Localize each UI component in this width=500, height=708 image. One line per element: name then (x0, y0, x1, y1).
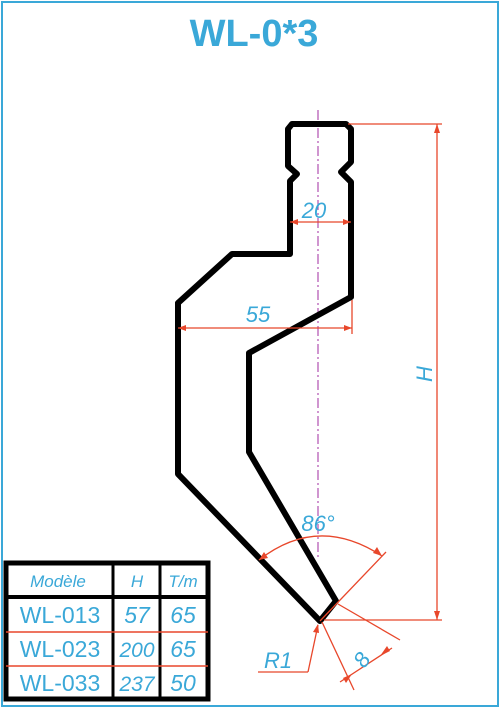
radius-label: R1 (264, 648, 292, 673)
table-row-3-tm: 50 (170, 670, 196, 696)
table-row-3-h: 237 (118, 673, 155, 696)
table-row-2-model: WL-023 (20, 636, 101, 662)
angle-dimension (258, 535, 387, 622)
tool-profile (175, 121, 354, 624)
table-row-3-model: WL-033 (20, 670, 101, 696)
table-header-model: Modèle (30, 572, 86, 591)
width-20-label: 20 (301, 198, 327, 223)
drawing-title: WL-0*3 (190, 13, 319, 55)
table-row-1-h: 57 (124, 602, 151, 628)
height-label: H (412, 366, 437, 382)
tip-width-dimension (321, 603, 401, 691)
width-55-dimension (178, 300, 353, 334)
angle-label: 86° (301, 511, 334, 536)
tip-width-label: 8 (348, 647, 376, 672)
table-row-2-h: 200 (118, 639, 154, 662)
table-row-2-tm: 65 (170, 636, 196, 662)
table-row-1-model: WL-013 (20, 602, 101, 628)
width-20-dimension (290, 219, 351, 225)
table-header-tm: T/m (168, 572, 197, 591)
width-55-label: 55 (246, 302, 271, 327)
model-table (3, 560, 211, 702)
height-dimension (324, 123, 442, 621)
radius-leader (258, 624, 319, 673)
table-header-h: H (131, 572, 144, 591)
table-row-1-tm: 65 (170, 602, 196, 628)
